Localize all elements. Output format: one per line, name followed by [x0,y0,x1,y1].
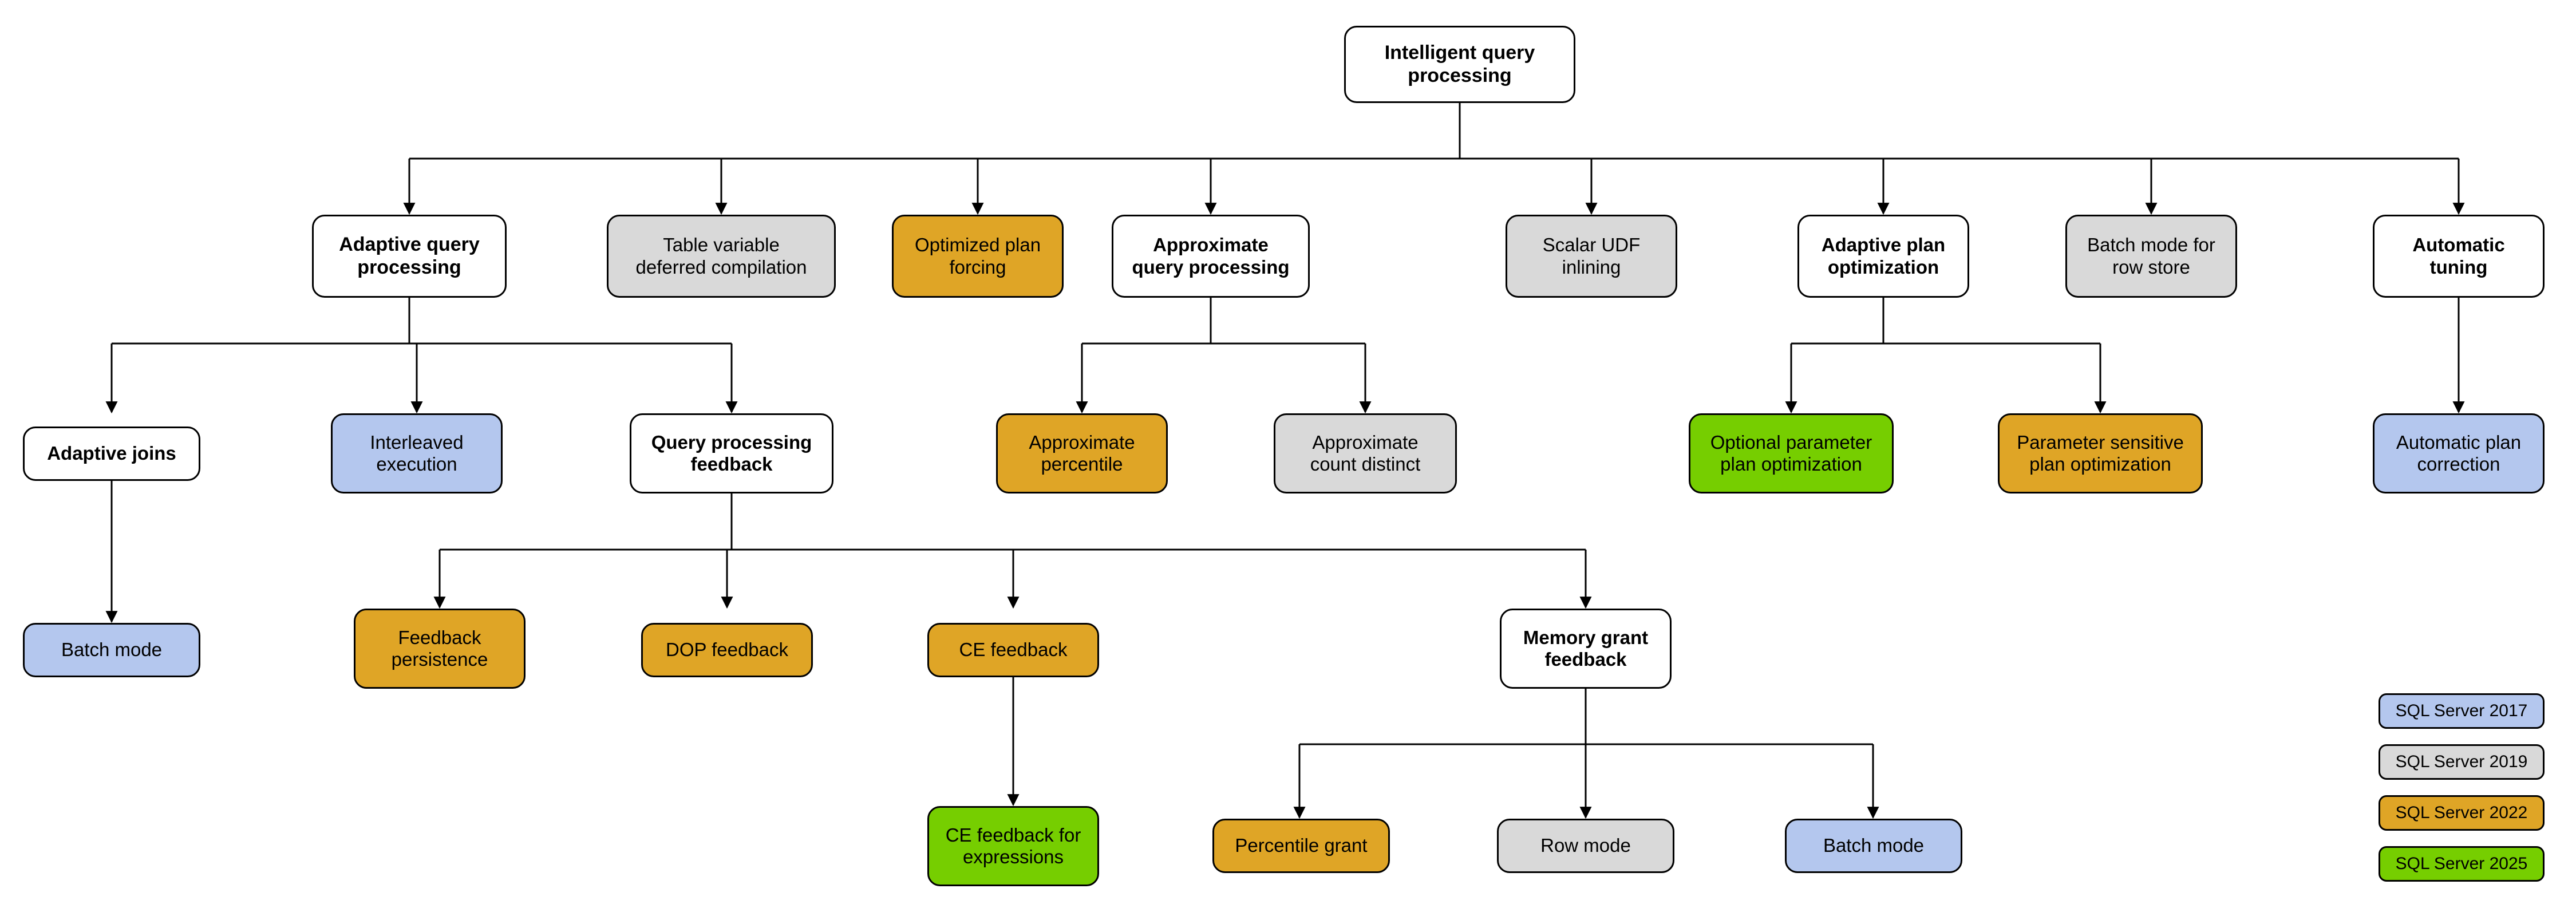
node-apc[interactable]: Automatic plan correction [2373,413,2545,493]
node-mgf[interactable]: Memory grant feedback [1500,609,1672,689]
node-ce-expr[interactable]: CE feedback for expressions [927,806,1099,886]
node-approx-qp[interactable]: Approximate query processing [1112,215,1310,298]
node-udf[interactable]: Scalar UDF inlining [1506,215,1677,298]
node-batch-mode-2[interactable]: Batch mode [1785,819,1962,873]
node-qpf[interactable]: Query processing feedback [630,413,833,493]
node-interleaved[interactable]: Interleaved execution [331,413,503,493]
node-apo[interactable]: Adaptive plan optimization [1797,215,1969,298]
node-aqp[interactable]: Adaptive query processing [312,215,507,298]
node-adaptive-joins[interactable]: Adaptive joins [23,427,200,481]
node-opf[interactable]: Optimized plan forcing [892,215,1064,298]
legend-item-0: SQL Server 2017 [2379,693,2545,729]
node-autotune[interactable]: Automatic tuning [2373,215,2545,298]
node-bmrs[interactable]: Batch mode for row store [2065,215,2237,298]
node-tvdc[interactable]: Table variable deferred compilation [607,215,836,298]
legend-item-1: SQL Server 2019 [2379,744,2545,780]
node-dop-feedback[interactable]: DOP feedback [641,623,813,677]
node-feedback-pers[interactable]: Feedback persistence [354,609,526,689]
node-row-mode[interactable]: Row mode [1497,819,1674,873]
node-root[interactable]: Intelligent query processing [1344,26,1575,103]
legend-item-3: SQL Server 2025 [2379,846,2545,882]
node-approx-pct[interactable]: Approximate percentile [996,413,1168,493]
node-batch-mode-1[interactable]: Batch mode [23,623,200,677]
legend-item-2: SQL Server 2022 [2379,795,2545,831]
node-pct-grant[interactable]: Percentile grant [1212,819,1390,873]
node-oppo[interactable]: Optional parameter plan optimization [1689,413,1894,493]
node-approx-cd[interactable]: Approximate count distinct [1274,413,1457,493]
node-ce-feedback[interactable]: CE feedback [927,623,1099,677]
node-pspo[interactable]: Parameter sensitive plan optimization [1998,413,2203,493]
